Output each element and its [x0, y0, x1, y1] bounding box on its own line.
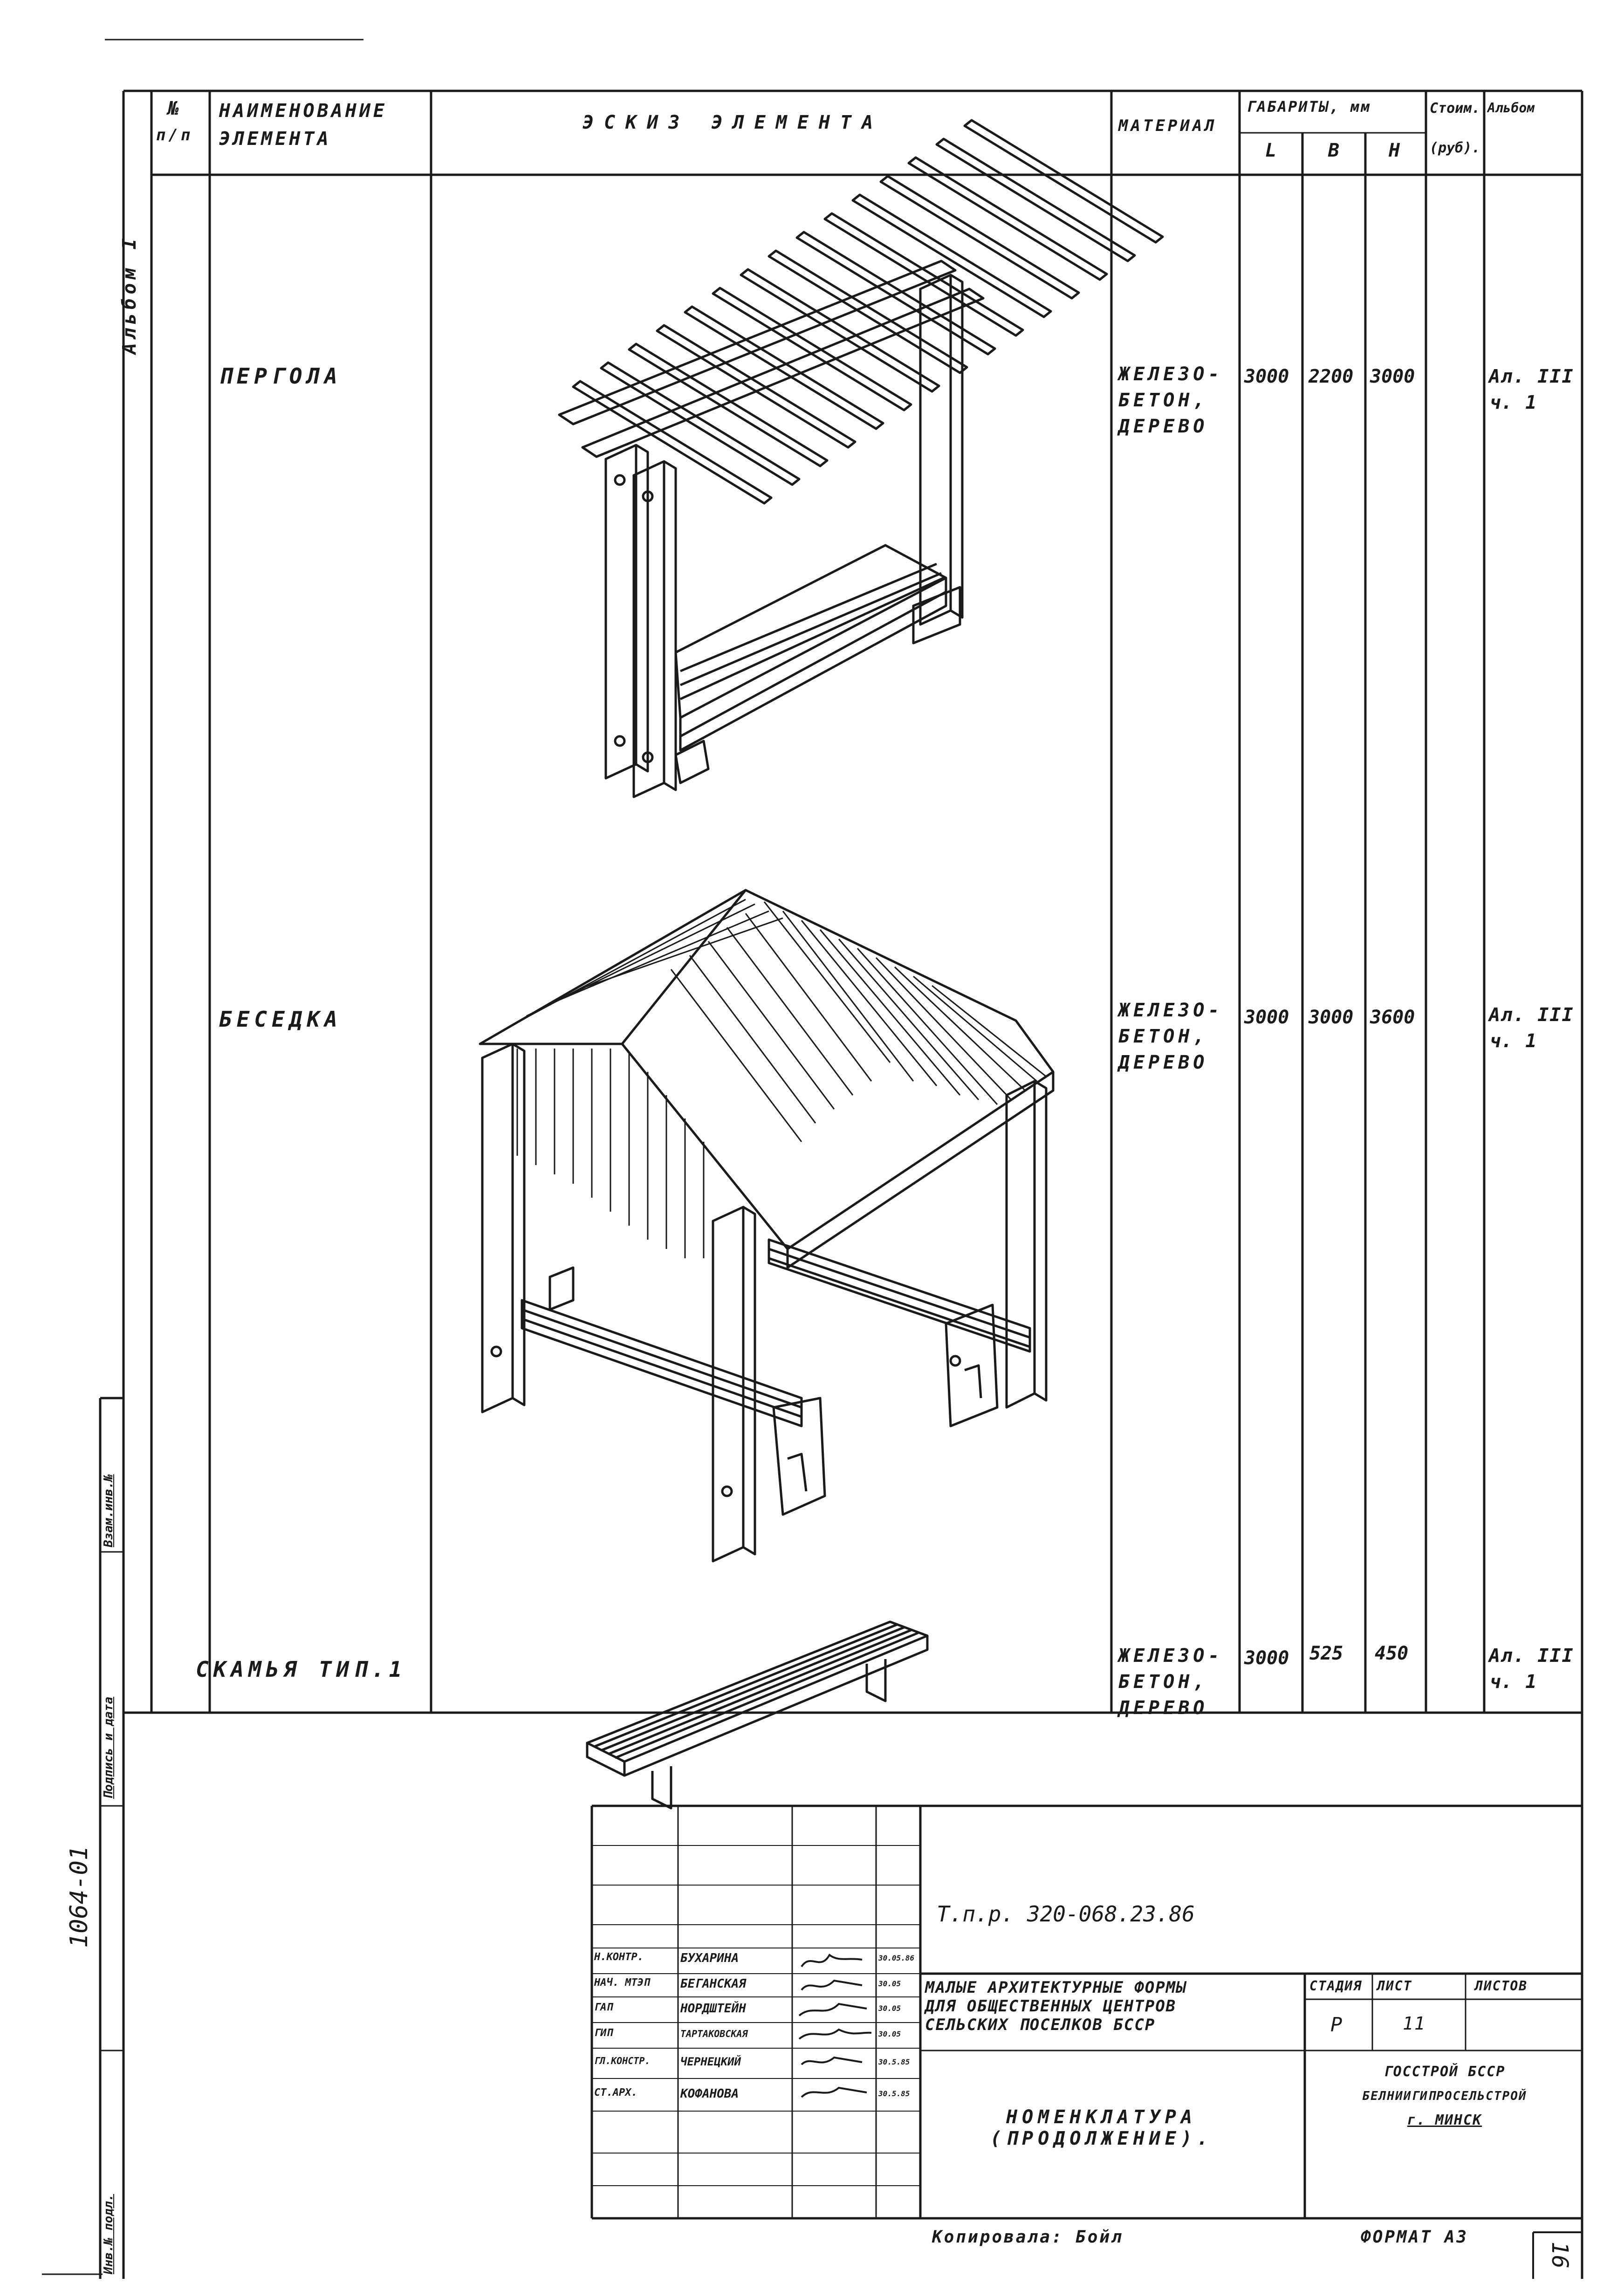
- role-4: ГИП: [594, 2027, 613, 2039]
- header-dim-h: H: [1389, 140, 1403, 161]
- row-3-material: ЖЕЛЕЗО- БЕТОН, ДЕРЕВО: [1118, 1645, 1223, 1719]
- header-sketch: ЭСКИЗ ЭЛЕМЕНТА: [582, 112, 884, 133]
- name-5: ЧЕРНЕЦКИЙ: [680, 2055, 741, 2068]
- pergola-rafters: [572, 119, 1164, 505]
- header-dim-l: L: [1265, 140, 1280, 161]
- row-1-dim-h: 3000: [1370, 366, 1415, 387]
- row-2-material: ЖЕЛЕЗО- БЕТОН, ДЕРЕВО: [1118, 1000, 1223, 1073]
- row-2-dim-l: 3000: [1244, 1007, 1289, 1028]
- role-5: ГЛ.КОНСТР.: [594, 2055, 651, 2066]
- row-1-dim-b: 2200: [1309, 366, 1354, 387]
- role-2: НАЧ. МТЭП: [594, 1977, 650, 1989]
- header-num-pp: п/п: [156, 126, 193, 144]
- header-num: №: [168, 98, 182, 119]
- copied-by: Копировала: Бойл: [932, 2228, 1124, 2247]
- row-1-album: Ал. III ч. 1: [1489, 366, 1574, 413]
- header-cost-line2: (руб).: [1430, 140, 1480, 156]
- header-name-line1: НАИМЕНОВАНИЕ: [219, 100, 387, 122]
- stage-label: СТАДИЯ: [1309, 1978, 1363, 1994]
- paper-format: ФОРМАТ А3: [1361, 2228, 1469, 2247]
- sheet-value: 11: [1403, 2013, 1426, 2034]
- header-album: Альбом: [1487, 100, 1535, 116]
- header-name-line2: ЭЛЕМЕНТА: [219, 128, 331, 150]
- date-1: 30.05.86: [878, 1954, 915, 1962]
- header-cost-line1: Стоим.: [1430, 100, 1480, 117]
- name-1: БУХАРИНА: [680, 1951, 739, 1965]
- name-3: НОРДШТЕЙН: [680, 2002, 746, 2016]
- row-1-name: ПЕРГОЛА: [219, 364, 342, 389]
- row-1-material: ЖЕЛЕЗО- БЕТОН, ДЕРЕВО: [1118, 364, 1223, 437]
- header-dims: ГАБАРИТЫ, мм: [1247, 98, 1371, 116]
- row-3-dim-l: 3000: [1244, 1647, 1289, 1669]
- role-6: СТ.АРХ.: [594, 2087, 637, 2099]
- page-number: 16: [1547, 2242, 1573, 2269]
- name-6: КОФАНОВА: [680, 2087, 739, 2101]
- sheet-title: НОМЕНКЛАТУРА (ПРОДОЛЖЕНИЕ).: [990, 2106, 1213, 2149]
- date-3: 30.05: [878, 2004, 901, 2013]
- row-1-dim-l: 3000: [1244, 366, 1289, 387]
- header-dim-b: B: [1328, 140, 1343, 161]
- sheet-label: ЛИСТ: [1377, 1978, 1412, 1994]
- name-2: БЕГАНСКАЯ: [680, 1977, 746, 1991]
- row-2-name: БЕСЕДКА: [219, 1007, 342, 1032]
- role-1: Н.КОНТР.: [594, 1951, 644, 1963]
- row-2-dim-h: 3600: [1370, 1007, 1415, 1028]
- role-3: ГАП: [594, 2002, 613, 2013]
- stage-value: Р: [1330, 2013, 1343, 2036]
- date-6: 30.5.85: [878, 2089, 910, 2098]
- row-3-dim-h: 450: [1375, 1643, 1409, 1664]
- header-material: МАТЕРИАЛ: [1118, 117, 1217, 135]
- project-title: МАЛЫЕ АРХИТЕКТУРНЫЕ ФОРМЫ ДЛЯ ОБЩЕСТВЕНН…: [925, 1978, 1187, 2034]
- date-4: 30.05: [878, 2030, 901, 2038]
- row-2-dim-b: 3000: [1309, 1007, 1354, 1028]
- row-2-album: Ал. III ч. 1: [1489, 1004, 1574, 1052]
- row-3-name: СКАМЬЯ ТИП.1: [196, 1657, 407, 1682]
- name-4: ТАРТАКОВСКАЯ: [680, 2028, 748, 2039]
- row-3-dim-b: 525: [1309, 1643, 1343, 1664]
- date-2: 30.05: [878, 1979, 901, 1988]
- sheets-label: ЛИСТОВ: [1475, 1978, 1528, 1994]
- date-5: 30.5.85: [878, 2058, 910, 2066]
- document-code: Т.п.р. 320-068.23.86: [937, 1901, 1195, 1927]
- row-3-album: Ал. III ч. 1: [1489, 1645, 1574, 1693]
- organization: ГОССТРОЙ БССР БЕЛНИИГИПРОСЕЛЬСТРОЙ г. МИ…: [1362, 2064, 1527, 2128]
